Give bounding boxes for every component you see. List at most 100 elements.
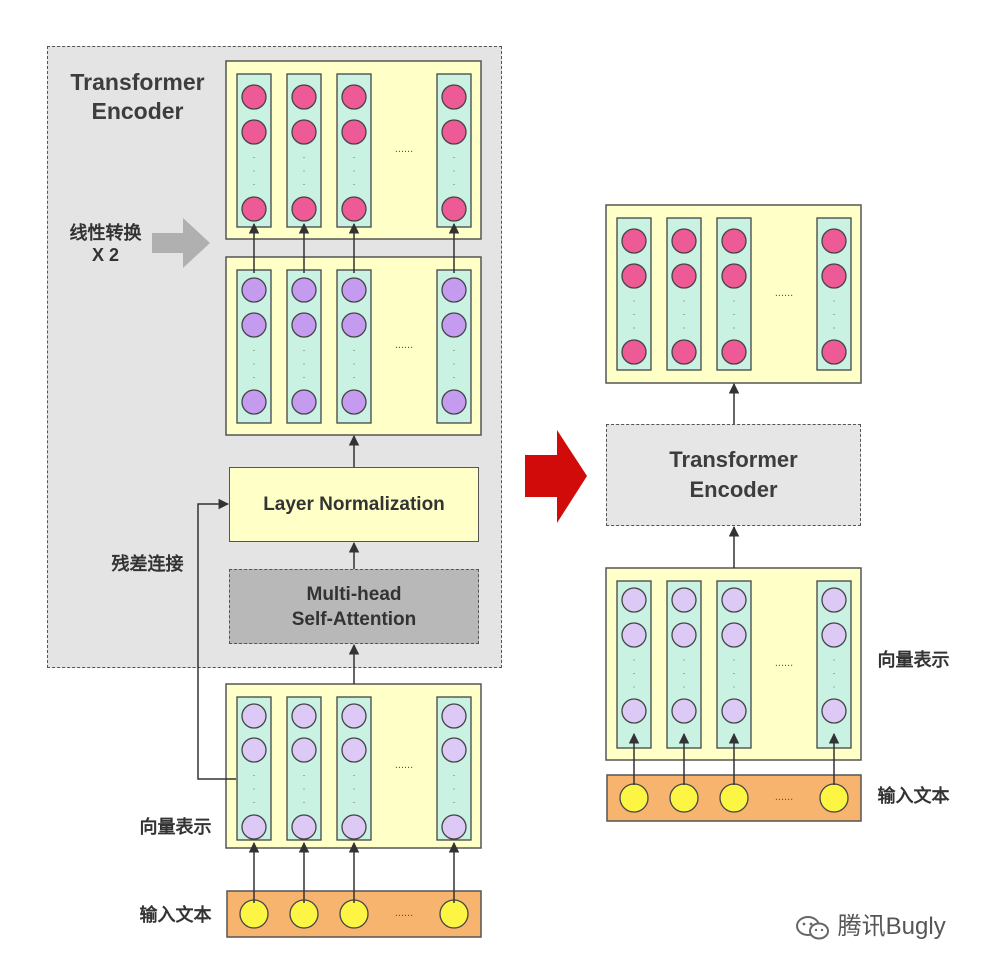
- right-embed-block-circle: [621, 698, 647, 724]
- right-output-block-circle: [721, 228, 747, 254]
- left-embed-block-vdots: ·: [303, 797, 306, 807]
- left-embed-block-ellipsis: ......: [395, 759, 413, 771]
- left-embed-block-vdots: ·: [353, 797, 356, 807]
- left-output-block-circle: [341, 119, 367, 145]
- left-embed-block-circle: [291, 737, 317, 763]
- encoder-title-line2: Encoder: [91, 98, 184, 124]
- left-input-bar-token: [339, 899, 369, 929]
- right-output-block-vdots: ·: [833, 322, 836, 332]
- left-embed-block-vdots: ·: [353, 784, 356, 794]
- right-output-block-vdots: ·: [683, 296, 686, 306]
- right-output-block-vdots: ·: [833, 296, 836, 306]
- right-encoder-box: Transformer Encoder: [606, 424, 861, 526]
- right-embed-block-vdots: ·: [683, 681, 686, 691]
- right-embed-block-vdots: ·: [633, 681, 636, 691]
- right-embed-block-circle: [671, 587, 697, 613]
- right-output-block-vdots: ·: [733, 296, 736, 306]
- mha-line2: Self-Attention: [291, 608, 417, 630]
- right-embed-block-vdots: ·: [633, 655, 636, 665]
- left-embed-block-vdots: ·: [353, 770, 356, 780]
- left-hidden-block-circle: [291, 277, 317, 303]
- linear-transform-line2: X 2: [91, 245, 120, 265]
- left-hidden-block-circle: [341, 277, 367, 303]
- right-output-block-vdots: ·: [733, 309, 736, 319]
- transform-red-arrow: [525, 430, 587, 523]
- encoder-title: Transformer Encoder: [55, 68, 220, 126]
- left-embed-block-vdots: ·: [303, 770, 306, 780]
- left-vector-label: 向量表示: [139, 817, 212, 837]
- left-embed-block-circle: [291, 814, 317, 840]
- right-output-block-circle: [821, 228, 847, 254]
- left-embed-block-circle: [241, 814, 267, 840]
- right-embed-block-vdots: ·: [733, 655, 736, 665]
- linear-transform-line1: 线性转换: [69, 223, 142, 243]
- left-embed-block-circle: [441, 737, 467, 763]
- right-output-block-vdots: ·: [633, 309, 636, 319]
- right-embed-block-circle: [721, 622, 747, 648]
- right-output-block-circle: [821, 339, 847, 365]
- linear-transform-label: 线性转换 X 2: [58, 222, 153, 266]
- left-embed-block-circle: [441, 703, 467, 729]
- right-embed-block-vdots: ·: [633, 668, 636, 678]
- right-input-bar-token: [819, 783, 849, 813]
- right-encoder-line2: Encoder: [689, 477, 778, 502]
- watermark-text: 腾讯Bugly: [837, 913, 946, 940]
- left-embed-block-circle: [241, 737, 267, 763]
- right-embed-block-circle: [621, 587, 647, 613]
- mha-line1: Multi-head: [306, 583, 402, 605]
- right-embed-block-vdots: ·: [833, 681, 836, 691]
- left-hidden-block-circle: [241, 312, 267, 338]
- right-embed-block-vdots: ·: [833, 655, 836, 665]
- left-embed-block-vdots: ·: [253, 784, 256, 794]
- left-embed-block-circle: [341, 814, 367, 840]
- left-output-block-vdots: ·: [453, 179, 456, 189]
- residual-connection-label: 残差连接: [111, 554, 184, 574]
- right-output-block-circle: [621, 263, 647, 289]
- left-embed-block-circle: [441, 814, 467, 840]
- left-output-block-vdots: ·: [253, 166, 256, 176]
- right-embed-block-circle: [721, 587, 747, 613]
- left-hidden-block-vdots: ·: [253, 359, 256, 369]
- left-embed-block-circle: [241, 703, 267, 729]
- right-input-bar-token: [669, 783, 699, 813]
- watermark: 腾讯Bugly: [795, 906, 946, 942]
- left-embed-block-vdots: ·: [453, 784, 456, 794]
- left-output-block-circle: [341, 84, 367, 110]
- right-embed-block-circle: [671, 622, 697, 648]
- left-embed-block-vdots: ·: [253, 797, 256, 807]
- left-hidden-block-circle: [341, 389, 367, 415]
- left-input-bar-token: [439, 899, 469, 929]
- left-hidden-block-vdots: ·: [303, 359, 306, 369]
- left-output-block-vdots: ·: [303, 152, 306, 162]
- right-input-bar-token: [619, 783, 649, 813]
- right-embed-block-vdots: ·: [733, 668, 736, 678]
- left-hidden-block-vdots: ·: [453, 359, 456, 369]
- left-hidden-block-circle: [291, 312, 317, 338]
- left-hidden-block-circle: [241, 389, 267, 415]
- left-output-block-vdots: ·: [353, 166, 356, 176]
- left-embed-block-circle: [291, 703, 317, 729]
- left-embed-block-circle: [341, 737, 367, 763]
- encoder-title-line1: Transformer: [70, 69, 205, 95]
- right-embed-block-circle: [621, 622, 647, 648]
- left-hidden-block-vdots: ·: [353, 359, 356, 369]
- right-output-block-circle: [721, 339, 747, 365]
- left-output-block-circle: [291, 84, 317, 110]
- right-vector-label: 向量表示: [877, 650, 950, 670]
- left-output-block-vdots: ·: [303, 166, 306, 176]
- left-output-block-circle: [291, 196, 317, 222]
- left-output-block-vdots: ·: [353, 152, 356, 162]
- left-embed-block-circle: [341, 703, 367, 729]
- right-output-block-vdots: ·: [633, 322, 636, 332]
- right-output-block-circle: [671, 263, 697, 289]
- left-output-block-circle: [441, 119, 467, 145]
- right-embed-block-circle: [671, 698, 697, 724]
- right-embed-block-vdots: ·: [683, 655, 686, 665]
- left-hidden-block-vdots: ·: [303, 345, 306, 355]
- right-embed-block-vdots: ·: [683, 668, 686, 678]
- right-output-block-vdots: ·: [833, 309, 836, 319]
- right-embed-block-circle: [821, 622, 847, 648]
- left-input-bar-token: [239, 899, 269, 929]
- layer-normalization-box: Layer Normalization: [229, 467, 479, 542]
- layer-normalization-label: Layer Normalization: [263, 493, 445, 515]
